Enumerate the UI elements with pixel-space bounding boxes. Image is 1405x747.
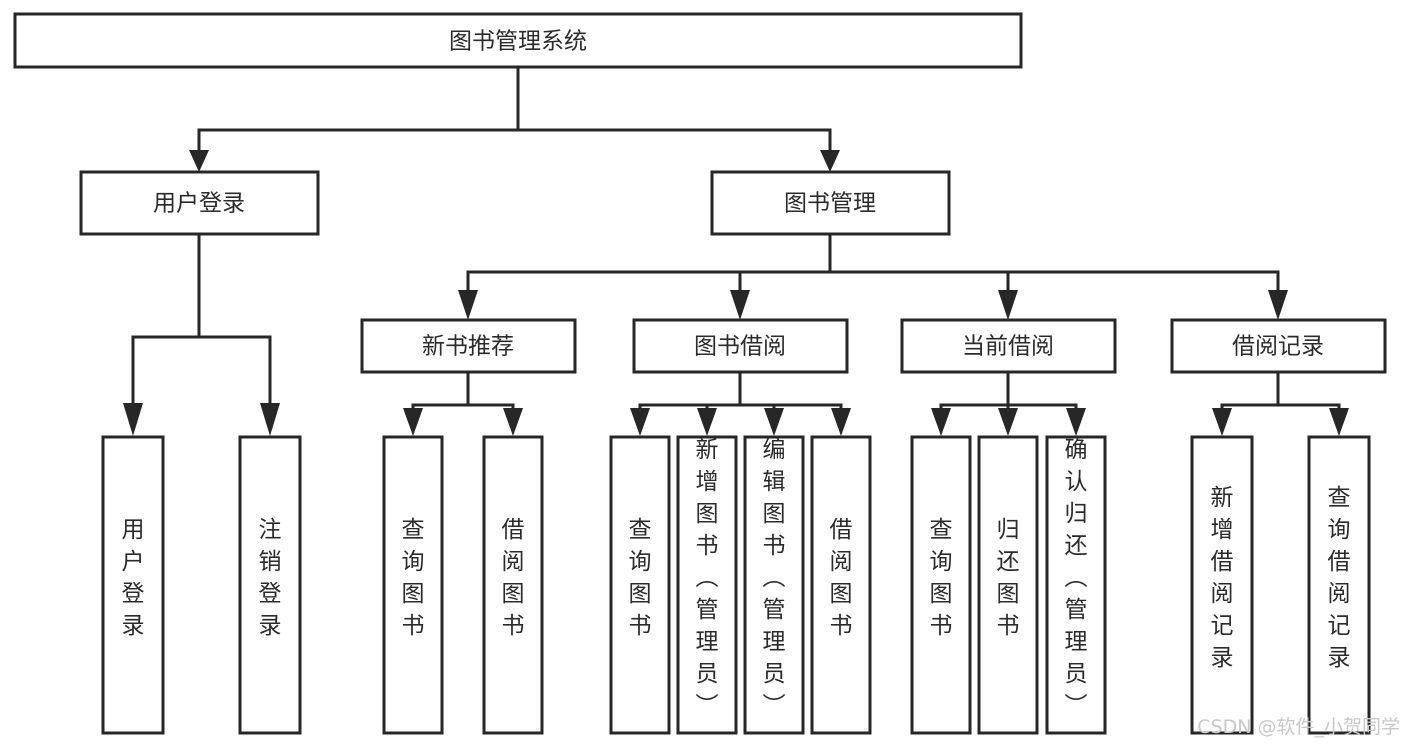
leaf-confirm-return[interactable]: 确认归还︵管理员︶ bbox=[1045, 435, 1107, 735]
node-root-label: 图书管理系统 bbox=[449, 29, 587, 55]
node-user-login[interactable]: 用户登录 bbox=[79, 170, 320, 236]
arrow-head-nbr-leaf-2 bbox=[503, 408, 523, 436]
node-book-borrow-label: 图书借阅 bbox=[694, 334, 786, 360]
leaf-user-login[interactable]: 用户登录 bbox=[101, 435, 165, 735]
node-borrow-record-label: 借阅记录 bbox=[1232, 334, 1324, 360]
node-new-book-recommend[interactable]: 新书推荐 bbox=[360, 318, 577, 374]
node-root-rect[interactable] bbox=[13, 12, 1023, 69]
leaf-add-book-label: 新增图书︵管理员︶ bbox=[696, 437, 719, 719]
node-current-borrow-rect[interactable] bbox=[900, 318, 1117, 374]
arrow-head-new-book-recommend bbox=[458, 290, 478, 320]
arrow-head-cb-leaf-1 bbox=[931, 408, 951, 436]
arrow-head-bb-leaf-2 bbox=[697, 408, 717, 436]
node-user-login-label: 用户登录 bbox=[153, 191, 245, 217]
node-book-borrow-rect[interactable] bbox=[632, 318, 849, 374]
arrow-head-cb-leaf-2 bbox=[998, 408, 1018, 436]
leaf-borrow-book-2-label: 借阅图书 bbox=[830, 517, 853, 639]
arrow-head-nbr-leaf-1 bbox=[403, 408, 423, 436]
leaf-return-book-label: 归还图书 bbox=[997, 517, 1020, 639]
node-borrow-record[interactable]: 借阅记录 bbox=[1170, 318, 1387, 374]
node-book-manage[interactable]: 图书管理 bbox=[710, 170, 951, 236]
leaf-query-book-3-rect[interactable] bbox=[910, 435, 972, 735]
leaf-confirm-return-label: 确认归还︵管理员︶ bbox=[1065, 437, 1088, 719]
arrow-head-cb-leaf-3 bbox=[1066, 408, 1086, 436]
arrow-head-br-leaf-1 bbox=[1212, 408, 1232, 436]
node-current-borrow[interactable]: 当前借阅 bbox=[900, 318, 1117, 374]
node-user-login-rect[interactable] bbox=[79, 170, 320, 236]
leaf-query-book-1-rect[interactable] bbox=[382, 435, 444, 735]
leaf-user-login-rect[interactable] bbox=[101, 435, 165, 735]
leaf-query-book-2-rect[interactable] bbox=[609, 435, 671, 735]
leaf-query-record-rect[interactable] bbox=[1307, 435, 1371, 735]
arrow-head-leaf-user-login bbox=[123, 403, 143, 436]
node-book-borrow[interactable]: 图书借阅 bbox=[632, 318, 849, 374]
connectors-layer bbox=[123, 66, 1349, 436]
node-book-manage-rect[interactable] bbox=[710, 170, 951, 236]
leaf-edit-book-label: 编辑图书︵管理员︶ bbox=[763, 437, 786, 719]
leaf-logout-label: 注销登录 bbox=[259, 517, 282, 639]
arrow-head-user-login bbox=[189, 150, 209, 172]
node-borrow-record-rect[interactable] bbox=[1170, 318, 1387, 374]
node-root[interactable]: 图书管理系统 bbox=[13, 12, 1023, 69]
leaf-add-record-label: 新增借阅记录 bbox=[1211, 485, 1234, 671]
arrow-head-current-borrow bbox=[998, 290, 1018, 320]
leaf-edit-book-rect[interactable] bbox=[743, 435, 805, 735]
leaf-query-book-3-label: 查询图书 bbox=[930, 517, 953, 639]
arrow-head-book-borrow bbox=[730, 290, 750, 320]
leaf-edit-book[interactable]: 编辑图书︵管理员︶ bbox=[743, 435, 805, 735]
leaf-borrow-book-1-rect[interactable] bbox=[482, 435, 544, 735]
leaf-add-book-rect[interactable] bbox=[676, 435, 738, 735]
node-new-book-recommend-rect[interactable] bbox=[360, 318, 577, 374]
leaf-borrow-book-1-label: 借阅图书 bbox=[502, 517, 525, 639]
leaf-borrow-book-2[interactable]: 借阅图书 bbox=[810, 435, 872, 735]
leaf-return-book[interactable]: 归还图书 bbox=[977, 435, 1039, 735]
leaf-query-record[interactable]: 查询借阅记录 bbox=[1307, 435, 1371, 735]
leaf-add-record-rect[interactable] bbox=[1190, 435, 1254, 735]
leaf-query-book-3[interactable]: 查询图书 bbox=[910, 435, 972, 735]
leaf-user-login-label: 用户登录 bbox=[122, 517, 145, 639]
leaf-logout[interactable]: 注销登录 bbox=[238, 435, 302, 735]
node-new-book-recommend-label: 新书推荐 bbox=[422, 334, 514, 360]
node-book-manage-label: 图书管理 bbox=[784, 191, 876, 217]
csdn-watermark: CSDN @软件_小贺同学 bbox=[1197, 716, 1400, 738]
leaf-query-book-2-label: 查询图书 bbox=[629, 517, 652, 639]
arrow-head-bb-leaf-4 bbox=[831, 408, 851, 436]
arrow-head-leaf-logout bbox=[260, 403, 280, 436]
leaf-logout-rect[interactable] bbox=[238, 435, 302, 735]
arrow-head-bb-leaf-3 bbox=[764, 408, 784, 436]
arrow-head-book-manage bbox=[820, 150, 840, 172]
arrow-head-borrow-record bbox=[1268, 290, 1288, 320]
leaf-query-book-1-label: 查询图书 bbox=[402, 517, 425, 639]
leaf-add-book[interactable]: 新增图书︵管理员︶ bbox=[676, 435, 738, 735]
leaf-query-record-label: 查询借阅记录 bbox=[1328, 485, 1351, 671]
leaf-add-record[interactable]: 新增借阅记录 bbox=[1190, 435, 1254, 735]
leaf-borrow-book-1[interactable]: 借阅图书 bbox=[482, 435, 544, 735]
leaf-return-book-rect[interactable] bbox=[977, 435, 1039, 735]
arrow-head-br-leaf-2 bbox=[1329, 408, 1349, 436]
leaf-confirm-return-rect[interactable] bbox=[1045, 435, 1107, 735]
arrow-head-bb-leaf-1 bbox=[630, 408, 650, 436]
leaf-borrow-book-2-rect[interactable] bbox=[810, 435, 872, 735]
leaf-query-book-1[interactable]: 查询图书 bbox=[382, 435, 444, 735]
leaf-query-book-2[interactable]: 查询图书 bbox=[609, 435, 671, 735]
node-current-borrow-label: 当前借阅 bbox=[962, 334, 1054, 360]
